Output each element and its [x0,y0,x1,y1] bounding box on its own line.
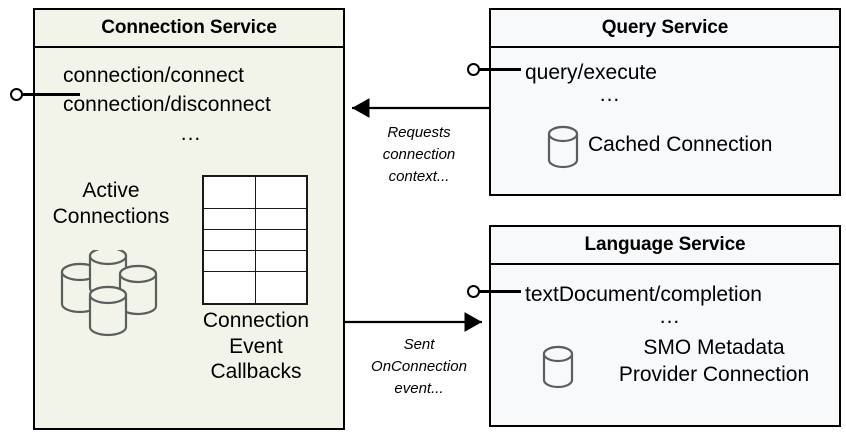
table-row [202,228,308,252]
interface-line-connection-service [22,93,80,96]
component-query-service[interactable]: Query Service [489,8,841,196]
interface-line-language-service [479,290,521,293]
component-title-connection-service: Connection Service [35,10,343,48]
artifact-label-smo-metadata-line2: Provider Connection [618,363,810,386]
edge-label-requests-connection-context: Requests connection context... [355,122,483,187]
operation-textdocument-completion: textDocument/completion [525,283,762,306]
edge-label-sent-onconnection-event: Sent OnConnection event... [353,334,485,399]
edge-label-line: event... [394,379,444,397]
component-title-query-service: Query Service [491,10,839,48]
operations-ellipsis-query-service: ... [599,83,621,106]
edge-label-line: connection [382,145,456,163]
component-title-language-service: Language Service [491,227,839,265]
database-cluster-icon [52,246,172,350]
artifact-label-cached-connection: Cached Connection [588,133,773,156]
database-icon [541,344,575,395]
component-language-service[interactable]: Language Service [489,225,841,427]
artifact-label-connection-event-callbacks: Connection Event Callbacks [202,309,310,384]
database-icon [546,124,580,175]
operations-ellipsis-language-service: ... [659,305,681,328]
operation-connection-disconnect: connection/disconnect [63,93,271,116]
operation-query-execute: query/execute [525,61,657,84]
table-icon [202,175,308,305]
table-row [202,271,308,305]
table-row [202,250,308,273]
table-row [202,207,308,230]
table-row [202,175,308,209]
interface-line-query-service [479,68,521,71]
operation-connection-connect: connection/connect [63,64,244,87]
edge-label-line: OnConnection [371,357,467,375]
edge-label-line: context... [388,167,450,185]
artifact-label-active-connections: Active Connections [52,179,170,228]
edge-label-line: Requests [387,124,451,141]
operations-ellipsis-connection-service: ... [180,122,202,145]
artifact-label-smo-metadata-line1: SMO Metadata [643,336,785,359]
edge-label-line: Sent [403,336,435,353]
